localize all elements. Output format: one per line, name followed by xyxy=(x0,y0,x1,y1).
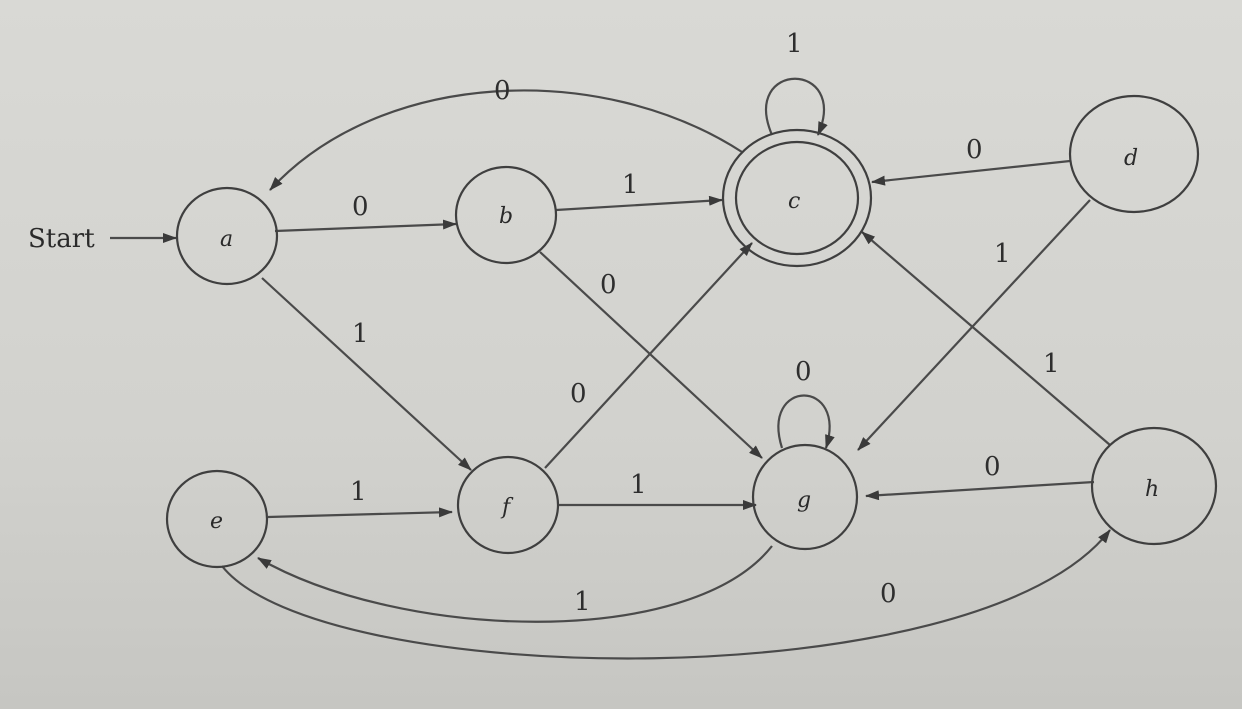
edge-label-g-e: 1 xyxy=(574,587,591,617)
edge-d-g xyxy=(857,199,1091,451)
state-label-f: f xyxy=(500,495,514,520)
state-f: f xyxy=(456,455,560,555)
edge-label-d-g: 1 xyxy=(994,239,1011,269)
edge-c-a xyxy=(269,89,743,191)
edge-h-c xyxy=(861,231,1111,446)
edge-label-c-c: 1 xyxy=(786,29,803,59)
state-d: d xyxy=(1068,94,1200,214)
edge-label-a-b: 0 xyxy=(352,192,369,222)
edge-d-c xyxy=(871,159,1071,186)
edge-b-c xyxy=(555,195,723,212)
edge-label-e-f: 1 xyxy=(350,477,367,507)
edge-g-g-loop xyxy=(777,394,835,449)
edge-label-g-g: 0 xyxy=(795,357,812,387)
state-c-accepting: c xyxy=(721,128,873,268)
edge-label-b-g: 0 xyxy=(600,270,617,300)
state-label-c: c xyxy=(788,189,800,214)
state-label-b: b xyxy=(499,204,513,229)
start-label: Start xyxy=(28,224,95,254)
edge-e-f xyxy=(267,507,453,519)
state-b: b xyxy=(454,165,558,265)
edge-a-b xyxy=(274,219,457,233)
edge-label-b-c: 1 xyxy=(622,170,639,200)
edge-label-h-c: 1 xyxy=(1043,349,1060,379)
state-h: h xyxy=(1090,426,1218,546)
state-label-d: d xyxy=(1124,146,1138,171)
edge-g-e xyxy=(257,545,773,623)
edge-f-c xyxy=(544,242,753,469)
state-a: a xyxy=(175,186,279,286)
state-label-a: a xyxy=(220,227,233,252)
edge-label-e-h: 0 xyxy=(880,579,897,609)
state-e: e xyxy=(165,469,269,569)
edge-a-f xyxy=(261,277,472,471)
edge-b-g xyxy=(539,251,763,459)
edge-label-d-c: 0 xyxy=(966,135,983,165)
state-label-h: h xyxy=(1145,477,1159,502)
edge-label-a-f: 1 xyxy=(352,319,369,349)
edge-label-f-g: 1 xyxy=(630,470,647,500)
state-g: g xyxy=(751,443,859,551)
edge-label-f-c: 0 xyxy=(570,379,587,409)
edge-h-g xyxy=(865,480,1095,501)
state-label-e: e xyxy=(210,509,223,534)
edge-c-c-loop xyxy=(765,77,828,136)
edge-e-h xyxy=(221,529,1111,660)
edge-label-c-a: 0 xyxy=(494,76,511,106)
edge-label-h-g: 0 xyxy=(984,452,1001,482)
state-label-g: g xyxy=(797,488,811,513)
